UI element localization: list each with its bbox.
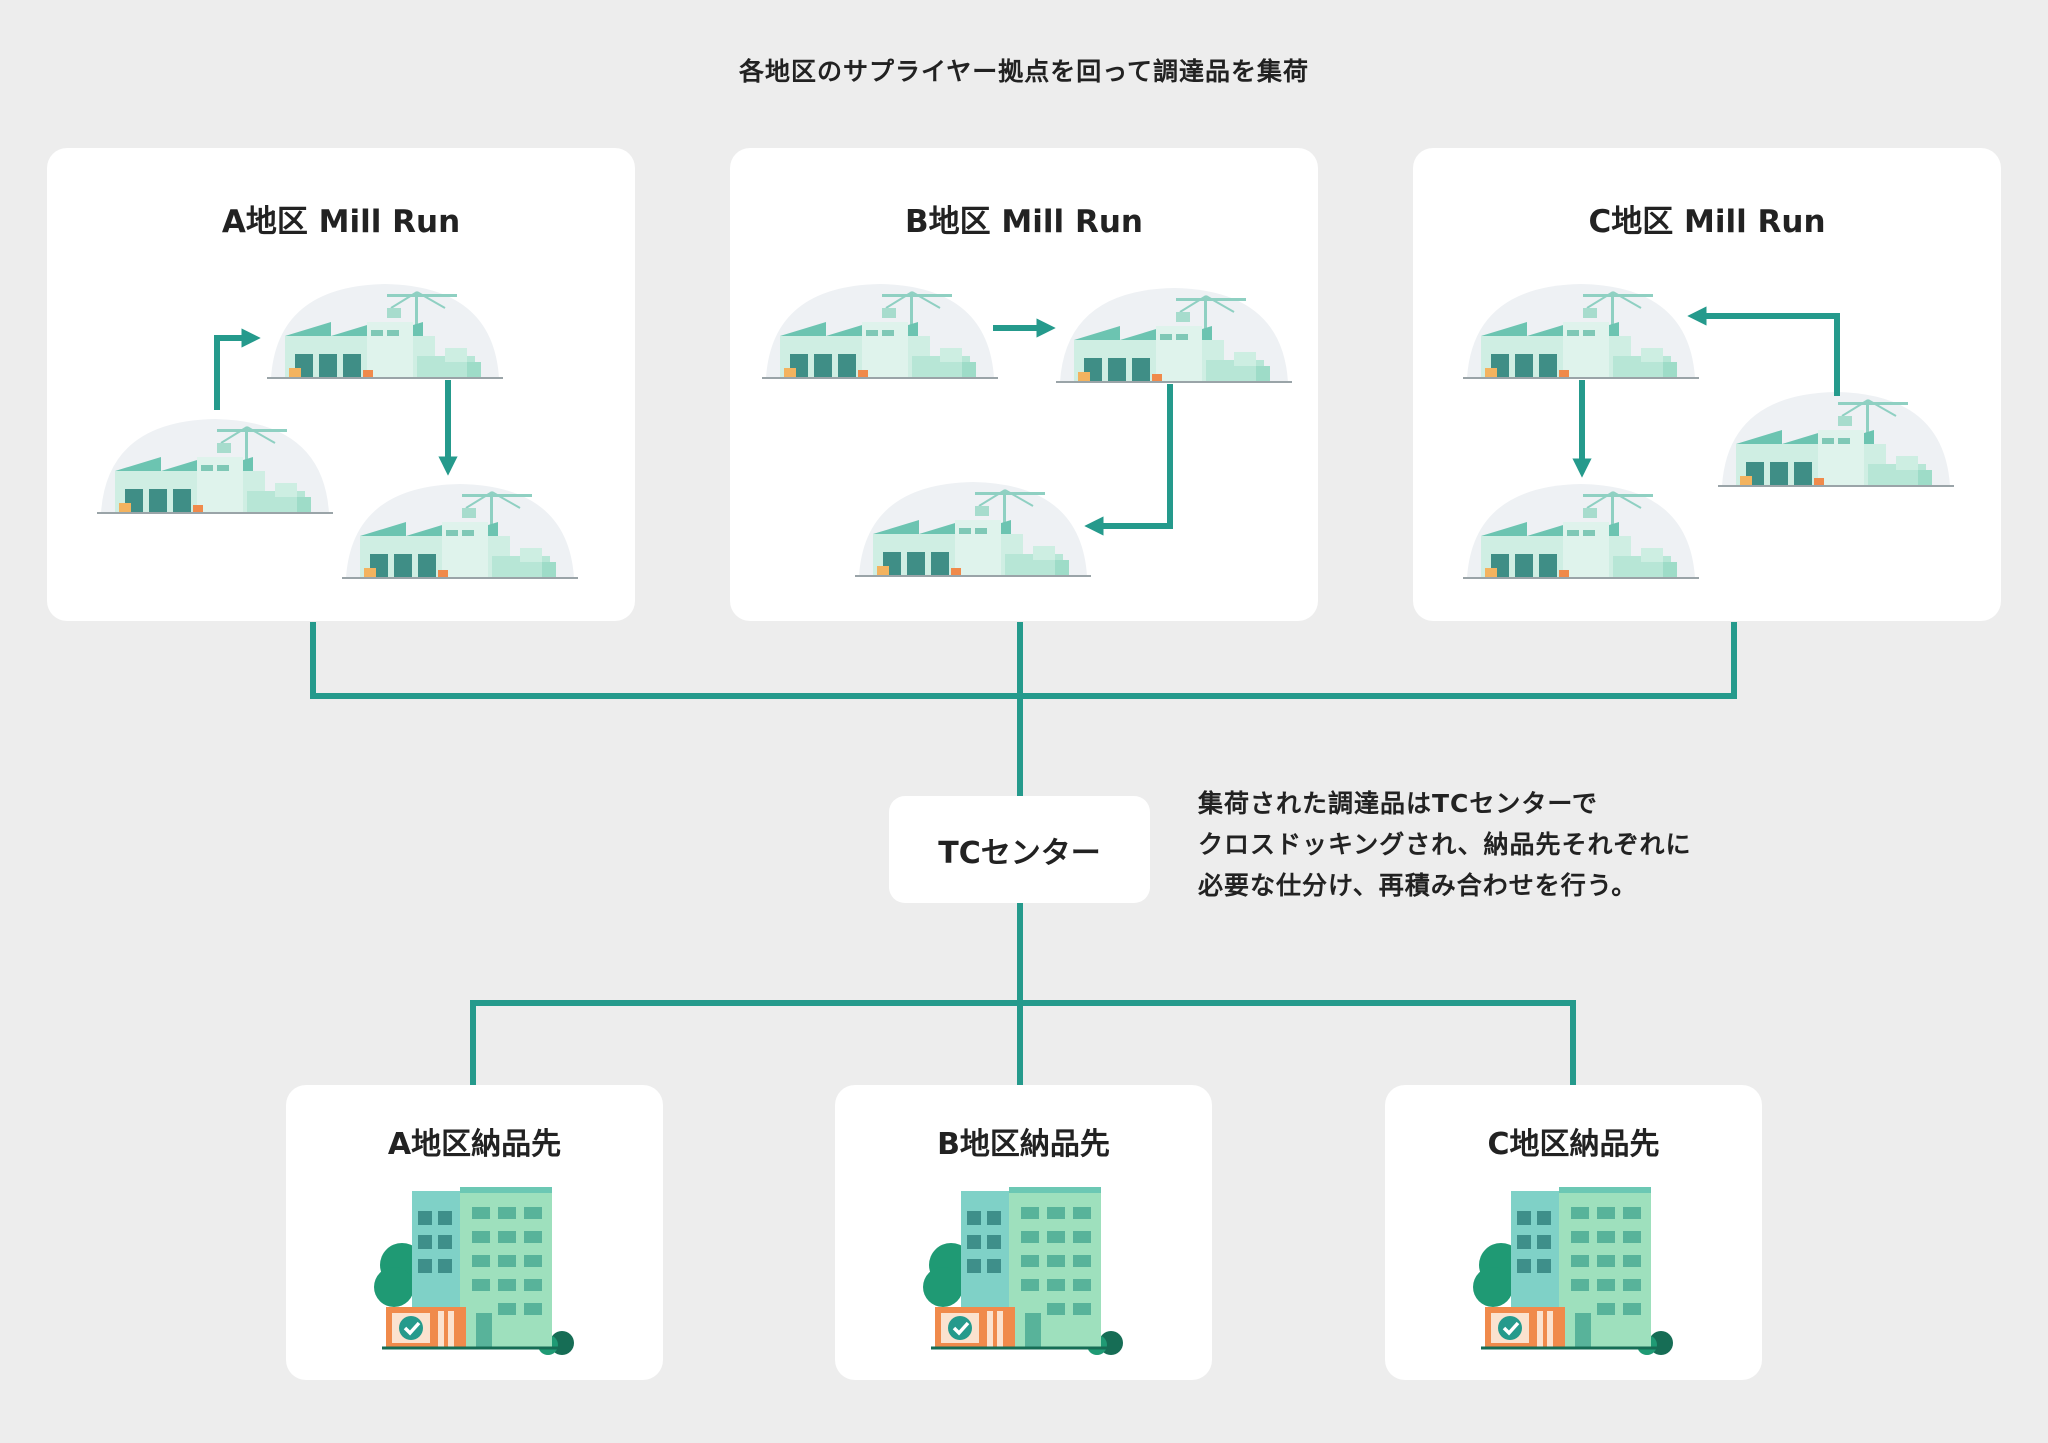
panel-c-delivery: C地区納品先 <box>1385 1085 1762 1380</box>
panel-a-delivery: A地区納品先 <box>286 1085 663 1380</box>
tc-description-line-3: 必要な仕分け、再積み合わせを行う。 <box>1198 871 1638 900</box>
tc-center-label: TCセンター <box>938 835 1101 871</box>
panel-a-title: A地区 Mill Run <box>221 204 461 240</box>
tc-description: 集荷された調達品はTCセンターで クロスドッキングされ、納品先それぞれに 必要な… <box>1198 783 1758 906</box>
delivery-b-title: B地区納品先 <box>937 1127 1110 1162</box>
tc-center-box: TCセンター <box>889 796 1150 903</box>
building-b-icon <box>921 1185 1131 1355</box>
building-a-icon <box>372 1185 582 1355</box>
building-c-icon <box>1471 1185 1681 1355</box>
delivery-c-title: C地区納品先 <box>1487 1127 1660 1162</box>
delivery-a-title: A地区納品先 <box>387 1127 562 1162</box>
panel-b-delivery: B地区納品先 <box>835 1085 1212 1380</box>
c-route-arrows <box>1572 306 1840 478</box>
panel-a-mill-run: A地区 Mill Run <box>47 148 635 621</box>
mill-run-collector-line <box>310 622 1737 699</box>
panel-c-mill-run: C地区 Mill Run <box>1413 148 2001 621</box>
tc-description-line-2: クロスドッキングされ、納品先それぞれに <box>1198 830 1692 859</box>
a-route-arrows <box>214 328 458 476</box>
b-route-arrows <box>993 318 1173 536</box>
delivery-distributor-line <box>470 1000 1576 1085</box>
page-title: 各地区のサプライヤー拠点を回って調達品を集荷 <box>738 57 1309 86</box>
panel-c-title: C地区 Mill Run <box>1588 204 1826 240</box>
panel-b-mill-run: B地区 Mill Run <box>730 148 1318 621</box>
panel-b-title: B地区 Mill Run <box>905 204 1143 240</box>
tc-description-line-1: 集荷された調達品はTCセンターで <box>1198 789 1598 818</box>
